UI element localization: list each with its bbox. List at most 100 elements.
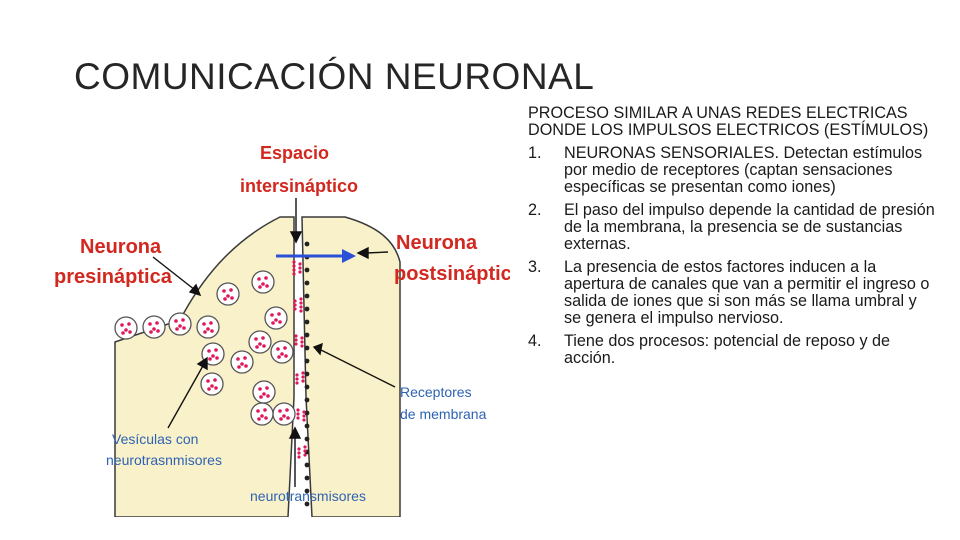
neurotransmitter-dot [263,408,267,412]
list-item: 4.Tiene dos procesos: potencial de repos… [528,332,938,367]
neurotransmitter-dot [278,409,282,413]
cleft-neurotransmitter-dot [296,412,300,416]
vesicle [230,350,254,374]
list-item: 3.La presencia de estos factores inducen… [528,258,938,327]
synapse-diagram: Espacio intersináptico Neurona presinápt… [50,132,510,517]
cleft-neurotransmitter-dot [303,453,307,457]
cleft-neurotransmitter-dot [299,305,303,309]
neurotransmitter-dot [207,387,211,391]
neurotransmitter-dot [265,386,269,390]
vesicle [216,282,240,306]
receptor-dot [304,475,310,481]
receptor-dot [304,319,310,325]
label-receptors-2: de membrana [400,406,487,422]
neurotransmitter-dot [282,414,286,418]
cleft-neurotransmitter-dot [295,381,299,385]
label-vesicles: Vesículas con [112,431,198,447]
cleft-neurotransmitter-dot [299,309,303,313]
cleft-neurotransmitter-dot [292,260,296,264]
neurotransmitter-dot [213,378,217,382]
receptor-dot [304,332,310,338]
receptor-dot [304,358,310,364]
neurotransmitter-dot [210,384,214,388]
neurotransmitter-dot [264,416,268,420]
neurotransmitter-dot [277,355,281,359]
cleft-neurotransmitter-dot [303,445,307,449]
neurotransmitter-dot [261,282,265,286]
cleft-neurotransmitter-dot [298,270,302,274]
neurotransmitter-dot [280,352,284,356]
neurotransmitter-dot [206,327,210,331]
cleft-neurotransmitter-dot [292,264,296,268]
vesicle [248,330,272,354]
list-text: El paso del impulso depende la cantidad … [564,201,935,253]
neurotransmitter-dot [206,379,210,383]
label-vesicles-2: neurotrasnmisores [106,452,222,468]
cleft-neurotransmitter-dot [297,455,301,459]
neurotransmitter-dot [285,408,289,412]
cleft-neurotransmitter-dot [298,262,302,266]
cleft-neurotransmitter-dot [299,301,303,305]
neurotransmitter-dot [266,394,270,398]
neurotransmitter-dot [209,321,213,325]
list-item: 1.NEURONAS SENSORIALES. Detectan estímul… [528,144,938,196]
receptor-dot [304,306,310,312]
neurotransmitter-dot [279,417,283,421]
receptor-dot [304,501,310,507]
receptor-dot [304,280,310,286]
label-neurotransmitters: neurotransmisores [250,488,366,504]
vesicle [196,315,220,339]
vesicle [252,380,276,404]
label-presynaptic-2: presináptica [54,266,173,288]
neurotransmitter-dot [265,284,269,288]
vesicle [114,316,138,340]
neurotransmitter-dot [208,357,212,361]
intro-text: PROCESO SIMILAR A UNAS REDES ELECTRICAS … [528,104,929,139]
label-receptors: Receptores [400,384,472,400]
vesicle [200,372,224,396]
neurotransmitter-dot [270,313,274,317]
cleft-neurotransmitter-dot [293,303,297,307]
neurotransmitter-dot [120,323,124,327]
neurotransmitter-dot [174,319,178,323]
neurotransmitter-dot [128,330,132,334]
neurotransmitter-dot [257,277,261,281]
postsynaptic-neuron-shape [301,216,401,517]
body-text: PROCESO SIMILAR A UNAS REDES ELECTRICAS … [528,104,938,373]
list-number: 4. [528,332,542,350]
vesicle [168,312,192,336]
receptor-dot [304,462,310,468]
pointer-lines [152,198,396,487]
cleft-neurotransmitter-dot [297,451,301,455]
cleft-neurotransmitter-dot [303,449,307,453]
neurotransmitter-dot [274,318,278,322]
neurotransmitter-dot [256,409,260,413]
neurotransmitter-dot [223,297,227,301]
cleft-neurotransmitter-dot [301,375,305,379]
neurotransmitter-dot [226,294,230,298]
vesicle [270,340,294,364]
steps-list: 1.NEURONAS SENSORIALES. Detectan estímul… [528,144,938,367]
neurotransmitter-dot [202,322,206,326]
receptor-dot [304,293,310,299]
neurotransmitter-dot [156,329,160,333]
receptor-dot [304,345,310,351]
synapse-illustration: Espacio intersináptico Neurona presinápt… [54,143,510,517]
neurotransmitter-dot [210,329,214,333]
neurotransmitter-dot [237,365,241,369]
vesicles [114,270,296,426]
list-number: 3. [528,258,542,276]
neurotransmitter-dot [215,356,219,360]
neurotransmitter-dot [214,386,218,390]
neurotransmitter-dot [283,346,287,350]
neurotransmitter-dot [155,321,159,325]
cleft-neurotransmitter-dot [295,373,299,377]
neurotransmitter-dot [203,330,207,334]
cleft-neurotransmitter-dot [302,410,306,414]
vesicle [251,270,275,294]
neurotransmitter-dot [258,342,262,346]
neurotransmitter-dot [240,362,244,366]
cleft-neurotransmitter-dot [292,272,296,276]
neurotransmitter-dot [278,320,282,324]
neurotransmitter-dot [284,354,288,358]
